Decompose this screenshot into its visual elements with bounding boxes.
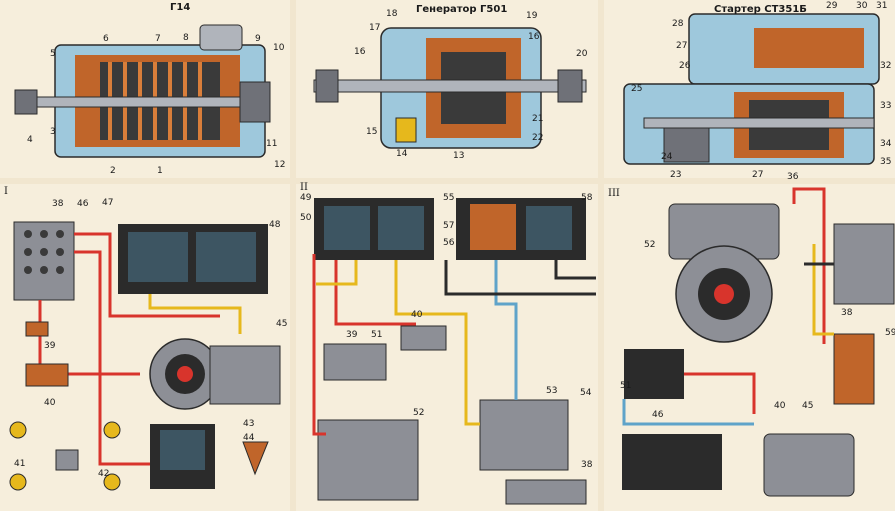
label-38-scheme1: 38: [52, 199, 64, 209]
label-53: 53: [546, 386, 558, 396]
label-35: 35: [880, 157, 892, 167]
panel-wiring-scheme-1: I 38 46 47 48 4: [0, 184, 290, 511]
label-11: 11: [266, 139, 278, 149]
label-45-scheme3: 45: [802, 401, 814, 411]
label-21: 21: [532, 114, 544, 124]
label-20: 20: [576, 49, 588, 59]
label-30: 30: [856, 1, 868, 11]
panel-title-g14: Г14: [170, 2, 191, 13]
label-29: 29: [826, 1, 838, 11]
label-51-scheme3: 51: [620, 381, 632, 391]
panel-st351b-starter: Стартер СТ351Б 23 24 25 26 27 27 28 29 3…: [604, 0, 895, 182]
label-54: 54: [580, 388, 592, 398]
section-numeral-2: II: [300, 182, 308, 193]
label-46-scheme1: 46: [77, 199, 89, 209]
st351b-cutaway-drawing: [623, 13, 880, 165]
label-55: 55: [443, 193, 455, 203]
label-26: 26: [679, 61, 691, 71]
label-32: 32: [880, 61, 892, 71]
label-39-scheme1: 39: [44, 341, 56, 351]
label-10: 10: [273, 43, 285, 53]
label-39-scheme2: 39: [346, 330, 358, 340]
panel-wiring-scheme-2: II 49 50 55 57 56 58 39 51 40: [296, 182, 598, 511]
label-48: 48: [269, 220, 281, 230]
label-2: 2: [110, 166, 116, 176]
label-41: 41: [14, 459, 26, 469]
label-47: 47: [102, 198, 114, 208]
label-13: 13: [453, 151, 465, 161]
panel-g501-generator: Генератор Г501 13 14 15 16 16 17 18 19 2…: [296, 0, 598, 178]
label-52-scheme2: 52: [413, 408, 425, 418]
wiring-scheme-1-drawing: [9, 221, 281, 491]
label-40-scheme2: 40: [411, 310, 423, 320]
label-46-scheme3: 46: [652, 410, 664, 420]
label-38-scheme2: 38: [581, 460, 593, 470]
label-5: 5: [50, 49, 56, 59]
label-4: 4: [27, 135, 33, 145]
label-38-scheme3: 38: [841, 308, 853, 318]
g501-cutaway-drawing: [313, 27, 587, 149]
label-40-scheme1: 40: [44, 398, 56, 408]
label-49: 49: [300, 193, 312, 203]
label-36: 36: [787, 172, 799, 182]
label-28: 28: [672, 19, 684, 29]
label-33: 33: [880, 101, 892, 111]
label-14: 14: [396, 149, 408, 159]
label-23: 23: [670, 170, 682, 180]
panel-title-st351b: Стартер СТ351Б: [714, 4, 807, 15]
label-22: 22: [532, 133, 544, 143]
label-27-bottom: 27: [752, 170, 764, 180]
label-57: 57: [443, 221, 455, 231]
label-50: 50: [300, 213, 312, 223]
panel-title-g501: Генератор Г501: [416, 4, 508, 15]
panel-g14-generator: Г14 1 2 3 4 5 6 7 8 9 10 11 12: [0, 0, 290, 178]
label-6: 6: [103, 34, 109, 44]
label-18: 18: [386, 9, 398, 19]
label-8: 8: [183, 33, 189, 43]
label-27-top: 27: [676, 41, 688, 51]
label-58: 58: [581, 193, 593, 203]
wiring-scheme-3-drawing: [622, 187, 895, 497]
label-12: 12: [274, 160, 286, 170]
label-24: 24: [661, 152, 673, 162]
wiring-scheme-2-drawing: [312, 198, 596, 505]
label-52-scheme3: 52: [644, 240, 656, 250]
panel-wiring-scheme-3: III 52 38 59 51 40 45 46: [604, 184, 895, 511]
label-40-scheme3: 40: [774, 401, 786, 411]
label-17: 17: [369, 23, 381, 33]
label-42: 42: [98, 469, 110, 479]
label-56: 56: [443, 238, 455, 248]
label-44: 44: [243, 433, 255, 443]
label-45-scheme1: 45: [276, 319, 288, 329]
label-9: 9: [255, 34, 261, 44]
label-34: 34: [880, 139, 892, 149]
label-15: 15: [366, 127, 378, 137]
label-25: 25: [631, 84, 643, 94]
label-7: 7: [155, 34, 161, 44]
label-16-left: 16: [354, 47, 366, 57]
label-43: 43: [243, 419, 255, 429]
label-16-right: 16: [528, 32, 540, 42]
g14-cutaway-drawing: [14, 24, 271, 158]
section-numeral-1: I: [4, 186, 8, 197]
section-numeral-3: III: [608, 188, 620, 199]
label-1: 1: [157, 166, 163, 176]
label-31: 31: [876, 1, 888, 11]
label-3: 3: [50, 127, 56, 137]
label-59: 59: [885, 328, 895, 338]
label-19: 19: [526, 11, 538, 21]
label-51-scheme2: 51: [371, 330, 383, 340]
